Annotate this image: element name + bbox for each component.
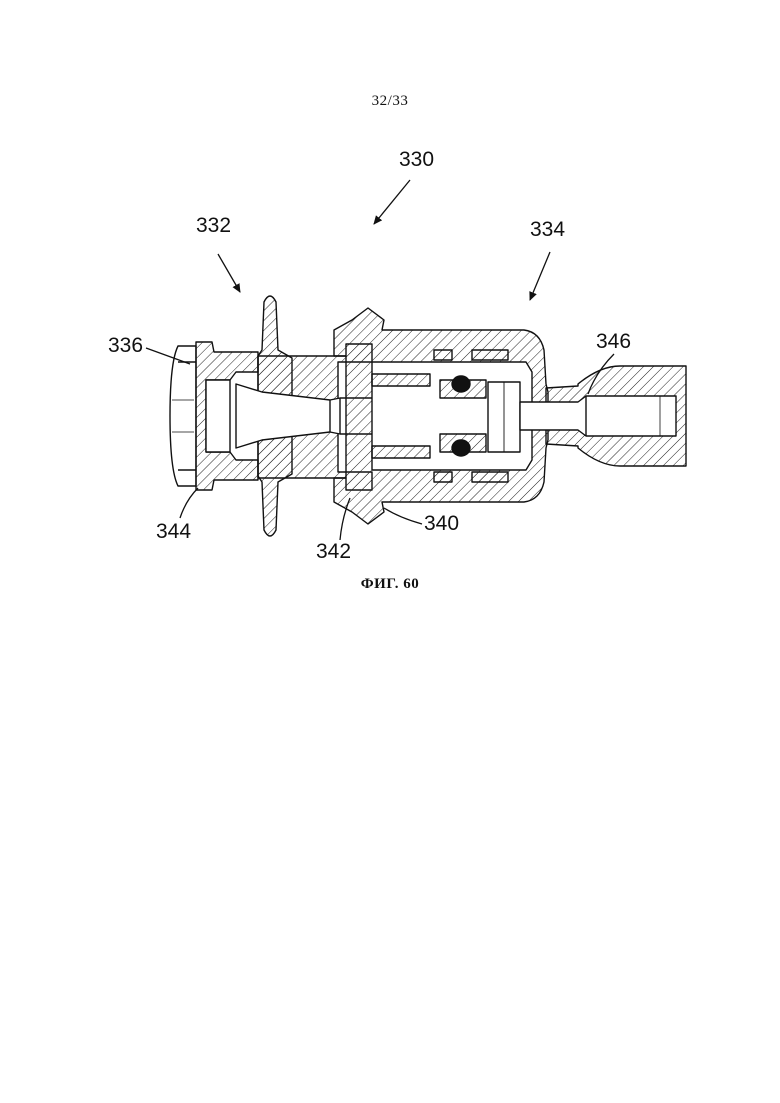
- ref-342: 342: [316, 540, 351, 563]
- ref-340: 340: [424, 512, 459, 535]
- ref-332: 332: [196, 214, 231, 237]
- arrow-330: [374, 180, 410, 224]
- figure-caption: ФИГ. 60: [0, 576, 780, 593]
- leader-344: [180, 488, 198, 518]
- ref-336: 336: [108, 334, 143, 357]
- ref-330: 330: [399, 148, 434, 171]
- left-cap-336: [170, 346, 196, 486]
- ref-344: 344: [156, 520, 191, 543]
- ref-346: 346: [596, 330, 631, 353]
- arrow-334: [530, 252, 550, 300]
- ref-334: 334: [530, 218, 565, 241]
- leader-340: [384, 508, 422, 524]
- valve-piston: [488, 382, 520, 452]
- arrow-332: [218, 254, 240, 292]
